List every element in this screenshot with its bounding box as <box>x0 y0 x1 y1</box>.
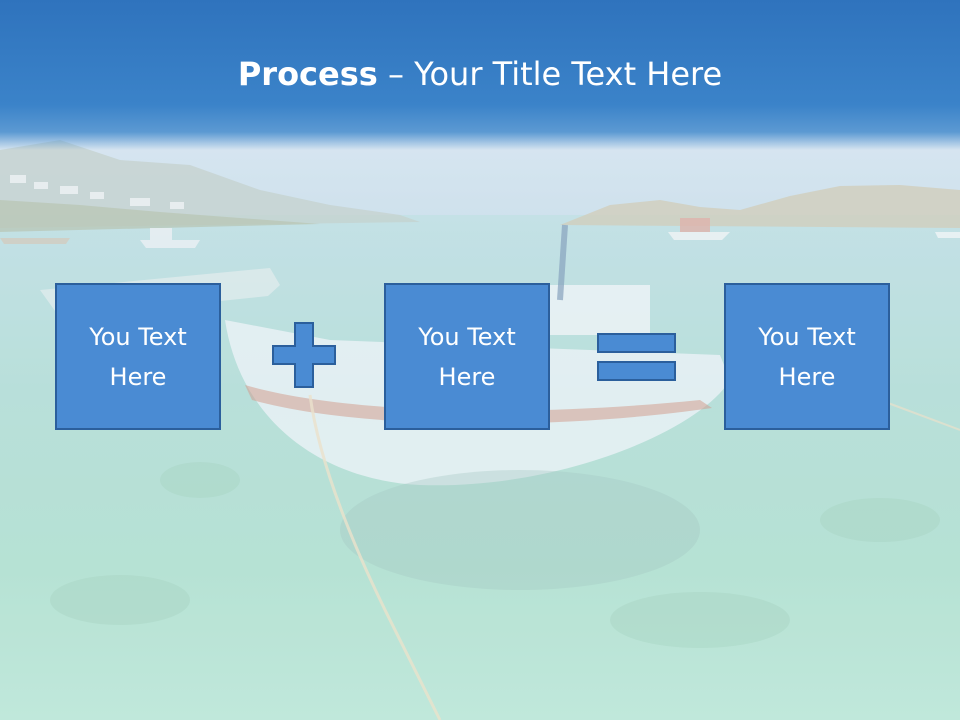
process-box-3-line2: Here <box>778 362 836 391</box>
process-box-2-line2: Here <box>438 362 496 391</box>
mooring-rope <box>308 394 442 720</box>
process-box-2-text: You Text Here <box>402 317 532 397</box>
boat-stripe <box>245 385 712 424</box>
process-box-2[interactable]: You Text Here <box>384 283 550 430</box>
seabed-rocks <box>50 462 940 648</box>
process-box-1-text: You Text Here <box>73 317 203 397</box>
process-box-1-line1: You Text <box>89 322 187 351</box>
boat-reflection <box>340 470 700 590</box>
process-box-3[interactable]: You Text Here <box>724 283 890 430</box>
left-hills <box>0 140 420 228</box>
title-regular-text: – Your Title Text Here <box>377 55 723 93</box>
slide-title[interactable]: Process – Your Title Text Here <box>0 52 960 96</box>
mooring-rope-right <box>879 399 960 431</box>
right-hills <box>560 185 960 228</box>
process-box-2-line1: You Text <box>418 322 516 351</box>
plus-icon <box>272 322 336 388</box>
title-bold-text: Process <box>237 55 378 93</box>
process-box-1[interactable]: You Text Here <box>55 283 221 430</box>
title-band <box>0 0 960 150</box>
boat-mast <box>557 224 568 301</box>
left-shore <box>0 200 320 232</box>
process-box-3-line1: You Text <box>758 322 856 351</box>
hillside-town <box>10 175 184 209</box>
process-box-1-line2: Here <box>109 362 167 391</box>
process-box-3-text: You Text Here <box>742 317 872 397</box>
equals-icon <box>597 333 676 381</box>
distant-boats <box>0 218 960 248</box>
